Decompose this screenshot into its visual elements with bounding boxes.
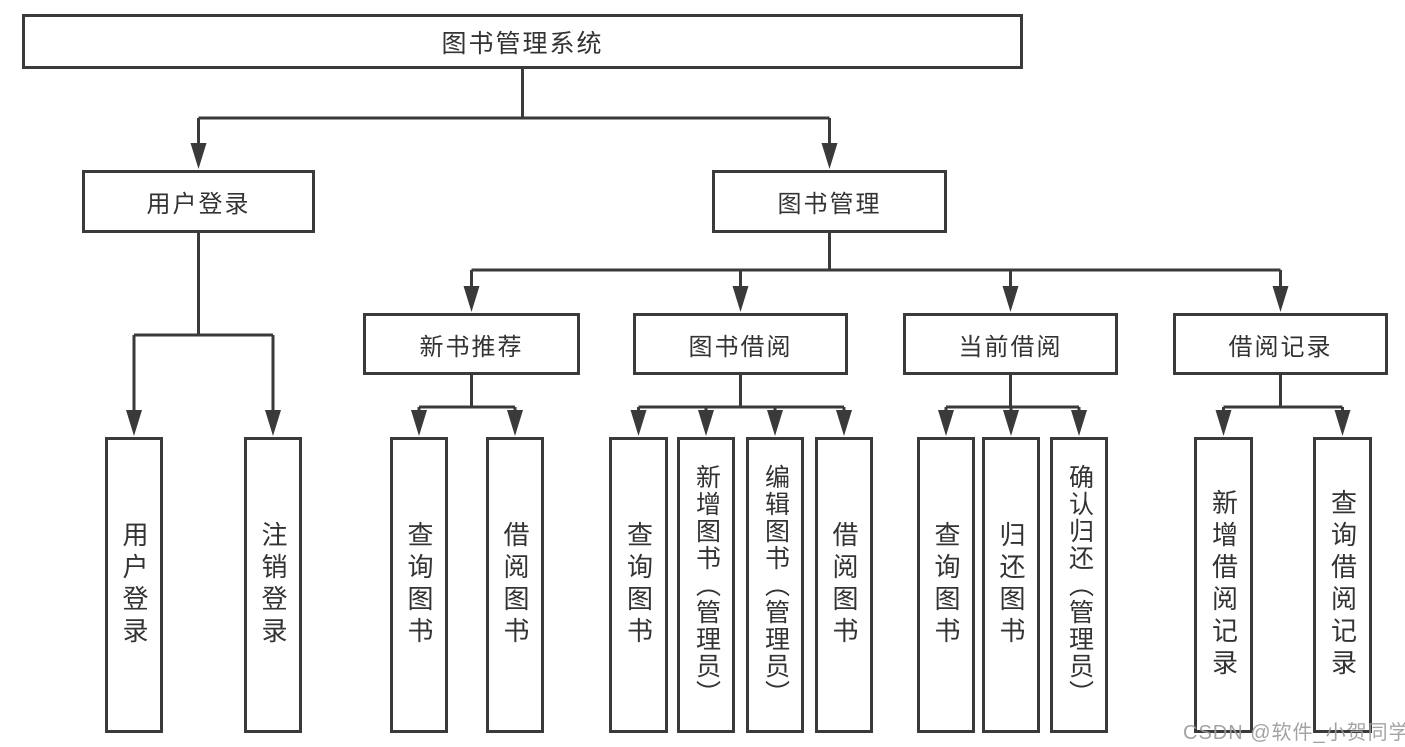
- node-borrowing-records: 借阅记录: [1173, 313, 1388, 375]
- leaf-confirm-return-admin: 确认归还（管理员）: [1050, 437, 1108, 733]
- node-book-borrowing: 图书借阅: [633, 313, 848, 375]
- leaf-edit-book-admin: 编辑图书（管理员）: [746, 437, 804, 733]
- node-current-borrowing: 当前借阅: [903, 313, 1118, 375]
- leaf-query-books-current: 查询图书: [917, 437, 975, 733]
- leaf-logout: 注销登录: [244, 437, 302, 733]
- watermark: CSDN @软件_小贺同学: [1183, 722, 1405, 744]
- node-book-management: 图书管理: [712, 170, 947, 233]
- leaf-query-books-recommend: 查询图书: [390, 437, 448, 733]
- node-user-login: 用户登录: [82, 170, 315, 233]
- leaf-return-books: 归还图书: [982, 437, 1040, 733]
- node-new-book-recommendation: 新书推荐: [363, 313, 580, 375]
- leaf-add-book-admin: 新增图书（管理员）: [677, 437, 735, 733]
- leaf-query-books-borrowing: 查询图书: [609, 437, 668, 733]
- leaf-borrow-books: 借阅图书: [815, 437, 873, 733]
- leaf-query-borrow-record: 查询借阅记录: [1313, 437, 1372, 733]
- node-library-management-system: 图书管理系统: [22, 14, 1023, 69]
- leaf-borrow-books-recommend: 借阅图书: [486, 437, 544, 733]
- leaf-user-login: 用户登录: [105, 437, 163, 733]
- leaf-add-borrow-record: 新增借阅记录: [1194, 437, 1253, 733]
